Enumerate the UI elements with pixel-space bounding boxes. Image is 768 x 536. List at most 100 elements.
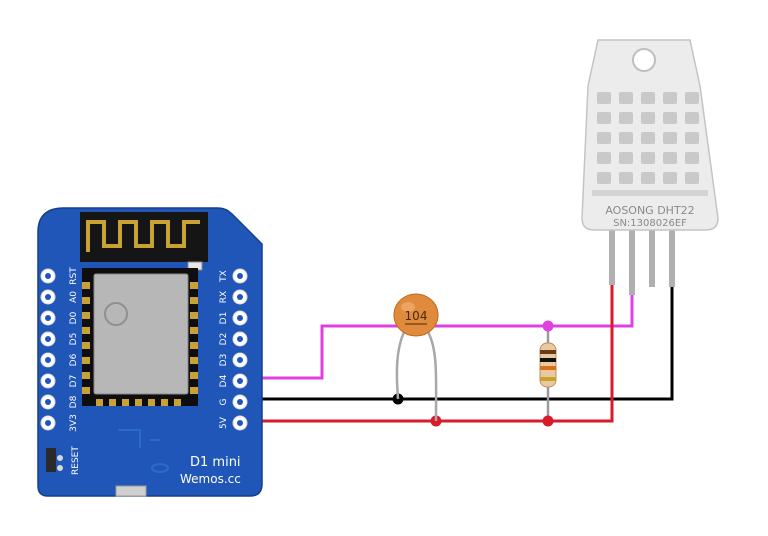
grille-slot	[641, 172, 655, 184]
pullup-resistor	[539, 342, 557, 388]
module-pad	[190, 357, 198, 364]
right-header-holes	[232, 268, 248, 431]
module-pad	[190, 327, 198, 334]
grille-slot	[597, 132, 611, 144]
module-pad	[82, 327, 90, 334]
grille-slot	[663, 112, 677, 124]
grille-slot	[685, 132, 699, 144]
left-header-hole-center	[45, 336, 51, 342]
left-pin-label: D0	[69, 311, 79, 324]
module-pad	[190, 372, 198, 379]
right-header-hole-center	[237, 399, 243, 405]
right-pin-label: D3	[219, 354, 229, 367]
left-header-hole-center	[45, 420, 51, 426]
grille-slot	[619, 112, 633, 124]
board-name: D1 mini	[190, 455, 241, 470]
right-header-hole-center	[237, 378, 243, 384]
grille-slot	[641, 112, 655, 124]
grille-slot	[685, 172, 699, 184]
left-pin-label: D5	[69, 333, 79, 346]
esp-shield-logo	[104, 302, 128, 326]
junction-data	[542, 320, 554, 332]
grille-slot	[619, 92, 633, 104]
grille-bottom-bar	[592, 190, 708, 196]
module-pad	[190, 297, 198, 304]
resistor-band-2	[540, 358, 556, 362]
left-pin-label: RST	[69, 267, 79, 285]
grille-slot	[619, 152, 633, 164]
reset-label: RESET	[71, 446, 81, 475]
grille-slot	[619, 132, 633, 144]
left-header-holes	[40, 268, 56, 431]
grille-slot	[641, 132, 655, 144]
pad-b	[57, 465, 63, 471]
esp-shield	[93, 273, 189, 395]
usb-connector	[115, 485, 147, 497]
left-pin-label: 3V3	[69, 414, 79, 432]
ground-wire	[240, 232, 674, 401]
module-pad	[82, 372, 90, 379]
module-pad	[82, 387, 90, 394]
right-pin-label: D1	[219, 312, 229, 325]
sensor-pin-2	[629, 225, 635, 295]
right-header-hole-center	[237, 336, 243, 342]
module-pads	[82, 282, 198, 406]
right-pin-label: D2	[219, 333, 229, 346]
module-pad	[161, 399, 168, 406]
right-header-hole-center	[237, 315, 243, 321]
grille-slot	[685, 92, 699, 104]
grille-slot	[641, 152, 655, 164]
grille-slot	[685, 112, 699, 124]
left-pin-label: D8	[69, 395, 79, 408]
left-header-hole-center	[45, 294, 51, 300]
left-header-hole-center	[45, 378, 51, 384]
module-pad	[82, 312, 90, 319]
board-brand: Wemos.cc	[180, 472, 241, 486]
module-pad	[190, 282, 198, 289]
capacitor-highlight	[401, 302, 415, 312]
antenna-trace	[86, 220, 200, 252]
right-pin-label: RX	[219, 291, 229, 303]
grille-slot	[597, 152, 611, 164]
right-header-hole-center	[237, 420, 243, 426]
module-pad	[190, 342, 198, 349]
grille-slot	[597, 92, 611, 104]
left-pin-label: A0	[69, 291, 79, 303]
sensor-mounting-hole	[632, 48, 656, 72]
sensor-pin-4	[669, 225, 675, 287]
right-header-hole-center	[237, 294, 243, 300]
grille-slot	[663, 152, 677, 164]
grille-slot	[663, 92, 677, 104]
module-pad	[190, 312, 198, 319]
pad-a	[57, 455, 63, 461]
capacitor-code: 104	[405, 309, 428, 323]
module-pad	[96, 399, 103, 406]
sensor-grille	[592, 92, 708, 196]
grille-slot	[663, 132, 677, 144]
sensor-pin-1	[609, 225, 615, 285]
left-header-hole-center	[45, 315, 51, 321]
module-pad	[82, 357, 90, 364]
left-header-hole-center	[45, 273, 51, 279]
dht22-sensor: AOSONG DHT22 SN:1308026EF	[581, 39, 719, 295]
sensor-brand-label: AOSONG DHT22	[605, 204, 694, 217]
right-pin-label: 5V	[219, 416, 229, 429]
right-pin-label: TX	[219, 270, 229, 283]
module-pad	[109, 399, 116, 406]
sensor-pin-3	[649, 225, 655, 287]
resistor-band-1	[540, 350, 556, 354]
grille-slot	[641, 92, 655, 104]
right-header-hole-center	[237, 273, 243, 279]
grille-slot	[619, 172, 633, 184]
left-pin-label: D7	[69, 375, 79, 388]
left-header-hole-center	[45, 399, 51, 405]
left-pin-label: D6	[69, 353, 79, 366]
resistor-band-3	[540, 366, 556, 370]
power-wire	[240, 232, 614, 423]
grille-slot	[597, 172, 611, 184]
pcb-trace-3	[151, 463, 169, 473]
pcb-trace-1	[118, 429, 141, 448]
